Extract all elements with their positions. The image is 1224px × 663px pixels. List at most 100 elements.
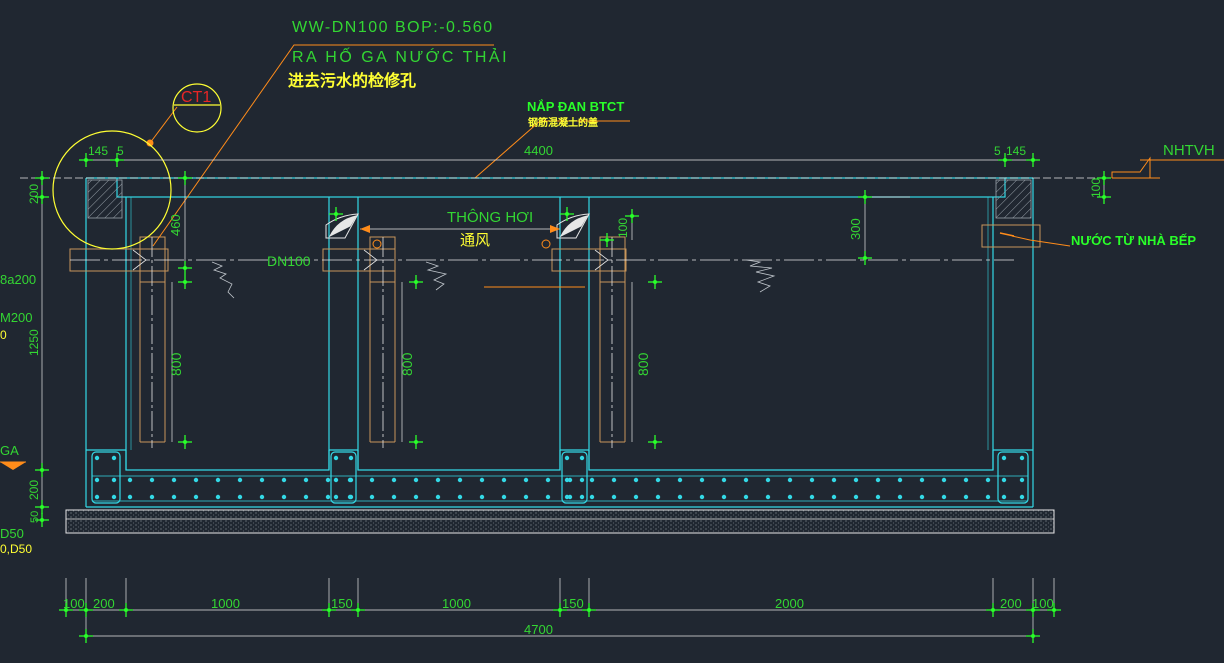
rebar-dot	[457, 477, 463, 483]
tank-structure	[85, 177, 1034, 508]
rebar-dot	[259, 477, 265, 483]
cover-label: NẮP ĐAN BTCT	[527, 99, 624, 114]
rebar-dot	[545, 477, 551, 483]
vent-label: THÔNG HƠI	[447, 209, 533, 226]
rebar-dot	[941, 494, 947, 500]
rebar-dot	[985, 477, 991, 483]
rebar-dot	[897, 494, 903, 500]
right-cover-hatch	[995, 179, 1032, 219]
rebar-dot	[853, 477, 859, 483]
dim-left-cover: 200	[27, 184, 41, 204]
rebar-dot	[215, 477, 221, 483]
rebar-dot	[435, 477, 441, 483]
rebar-dot	[171, 477, 177, 483]
rebar-dot	[941, 477, 947, 483]
rebar-dot	[699, 494, 705, 500]
rebar-dot	[633, 494, 639, 500]
dim-left-base: 200	[27, 480, 41, 500]
pipe-label: WW-DN100 BOP:-0.560	[292, 19, 494, 36]
rebar-dot	[413, 477, 419, 483]
rebar-dot	[831, 494, 837, 500]
dim-left-lean: 50	[29, 511, 41, 523]
rebar-dot	[897, 477, 903, 483]
rebar-dot	[1019, 455, 1025, 461]
vent-label-cn: 通风	[460, 232, 490, 249]
dimension-lines	[20, 159, 1110, 640]
rebar-dot	[721, 494, 727, 500]
dim-top-left-b: 5	[117, 144, 124, 158]
dim-bottom-3: 1000	[211, 596, 240, 611]
pipe-label-vn: RA HỐ GA NƯỚC THẢI	[292, 46, 509, 66]
rebar-dot	[564, 477, 570, 483]
rebar-dot	[303, 477, 309, 483]
rebar-dot	[369, 477, 375, 483]
rebar-dot	[1001, 494, 1007, 500]
rebar-dot	[853, 494, 859, 500]
rebar-dot	[1001, 455, 1007, 461]
rebar-dot	[111, 477, 117, 483]
rebar-dot	[633, 477, 639, 483]
rebar-dot	[589, 477, 595, 483]
dim-bottom-9: 100	[1032, 596, 1054, 611]
rebar-dot	[303, 494, 309, 500]
rebar-dot	[677, 494, 683, 500]
rebar-dot	[193, 477, 199, 483]
rebar-dot	[655, 494, 661, 500]
rebar-dot	[501, 477, 507, 483]
rebar-dot	[564, 494, 570, 500]
dim-tee-2: 800	[399, 352, 415, 376]
dim-top-total: 4400	[524, 143, 553, 158]
rebar-dot	[479, 494, 485, 500]
rebar-dot	[281, 494, 287, 500]
rebar-dot	[111, 455, 117, 461]
rebar-dot	[919, 477, 925, 483]
rebar-dot	[564, 455, 570, 461]
rebar-dot	[325, 494, 331, 500]
dim-tee-3: 800	[635, 352, 651, 376]
rebar-dot	[348, 455, 354, 461]
rebar-dot	[919, 494, 925, 500]
rebar-dot	[325, 477, 331, 483]
rebar-dot	[149, 494, 155, 500]
rebar-dot	[787, 494, 793, 500]
rebar-dot	[875, 477, 881, 483]
rebar-dot	[413, 494, 419, 500]
left-cut-label-5: D50	[0, 526, 24, 541]
rebar-dot	[333, 494, 339, 500]
rebar-dot	[127, 494, 133, 500]
rebar-dot	[655, 477, 661, 483]
level-mark	[1111, 156, 1224, 179]
dim-tee-3-top: 100	[616, 218, 630, 238]
vent-caps	[325, 213, 590, 239]
rebar-dot	[589, 494, 595, 500]
rebar-dot	[875, 494, 881, 500]
cover-label-cn: 钢筋混凝土的盖	[528, 116, 598, 129]
rebar-dot	[94, 455, 100, 461]
dim-pipe-drop: 460	[168, 214, 183, 236]
dim-top-left-a: 145	[88, 144, 108, 158]
rebar-dot	[611, 494, 617, 500]
left-cut-label-6: 0,D50	[0, 542, 32, 556]
dim-vent-drop: 300	[848, 218, 863, 240]
rebar-dot	[391, 494, 397, 500]
rebar-dot	[237, 494, 243, 500]
rebar-dot	[699, 477, 705, 483]
rebar-dot	[281, 477, 287, 483]
rebar-dot	[1001, 477, 1007, 483]
pipe-size-label: DN100	[267, 253, 311, 269]
rebar-dot	[391, 477, 397, 483]
left-cut-label-1: 8a200	[0, 272, 36, 287]
rebar-dot	[545, 494, 551, 500]
dim-bottom-4: 150	[331, 596, 353, 611]
leaders	[146, 44, 1071, 288]
left-cover-hatch	[87, 179, 123, 219]
rebar-dot	[1019, 494, 1025, 500]
water-marks	[211, 259, 776, 299]
dim-bottom-5: 1000	[442, 596, 471, 611]
rebar-dot	[963, 494, 969, 500]
rebar-dot	[171, 494, 177, 500]
rebar-dot	[985, 494, 991, 500]
rebar-dot	[611, 477, 617, 483]
dim-bottom-7: 2000	[775, 596, 804, 611]
